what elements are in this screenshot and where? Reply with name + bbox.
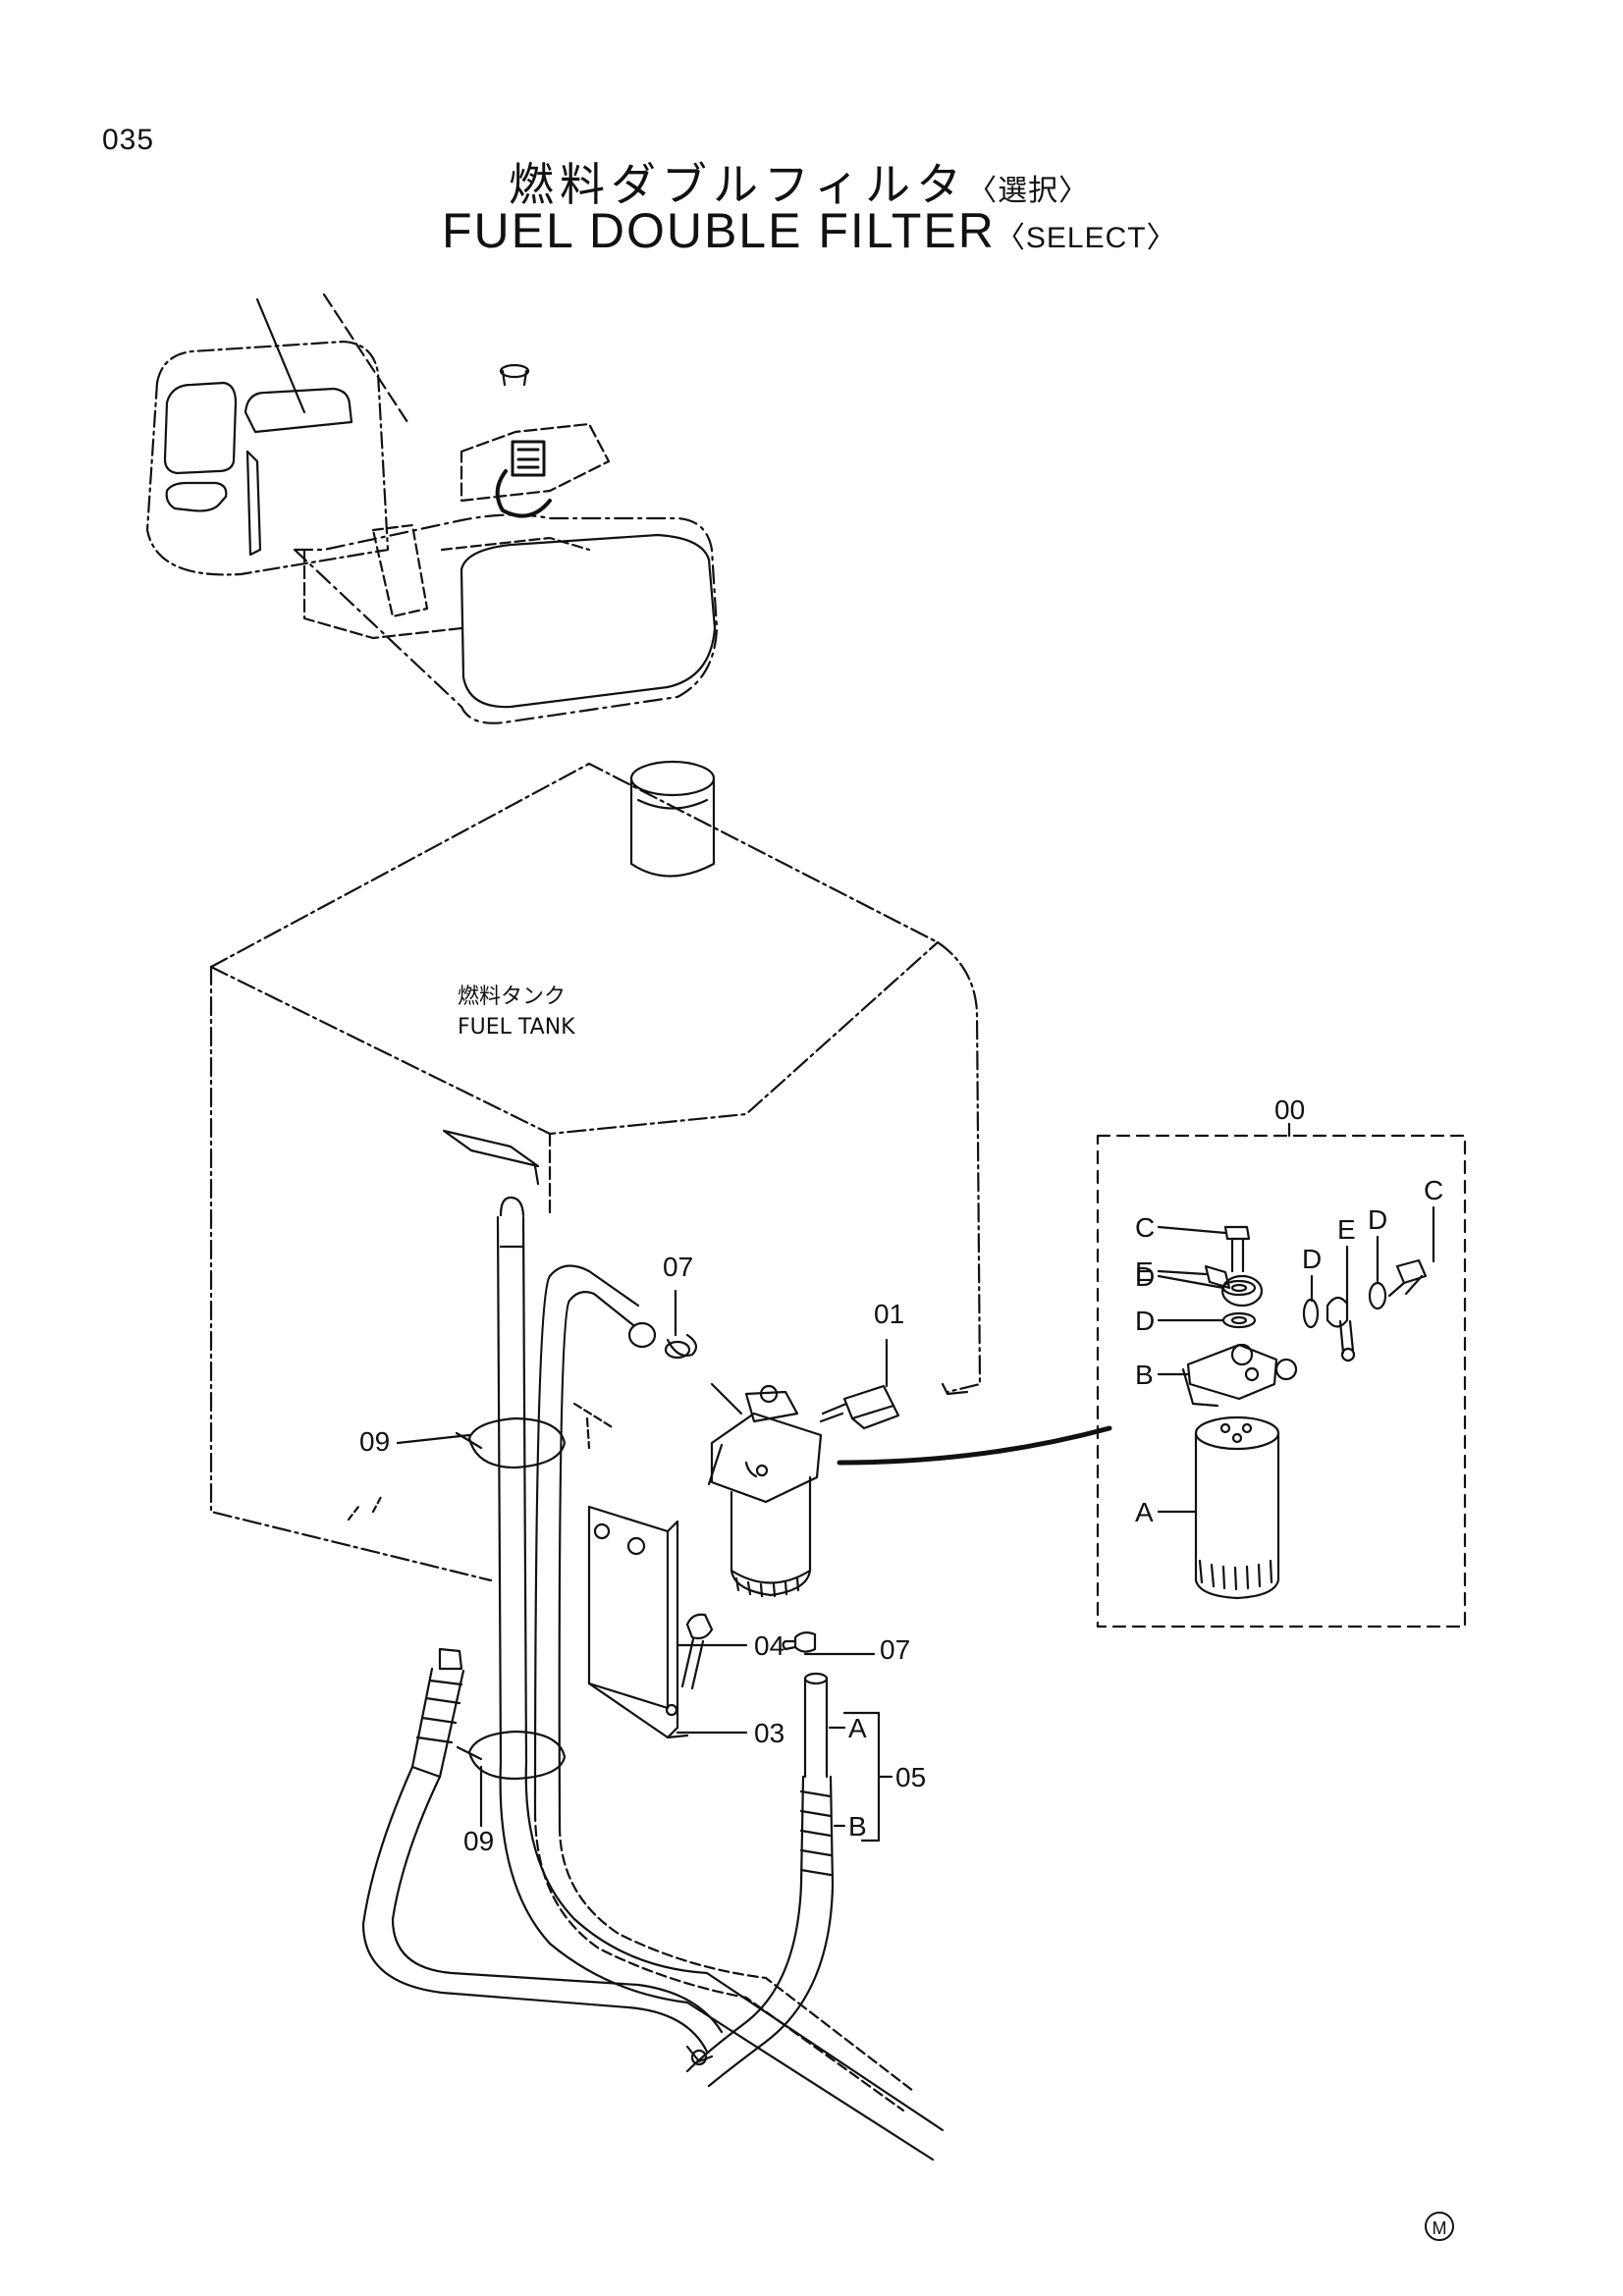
detail-box-illustration [1096, 1122, 1467, 1629]
detail-callout-d-left-2[interactable]: D [1135, 1306, 1155, 1336]
callout-00[interactable]: 00 [1274, 1095, 1305, 1125]
title-ja-main: 燃料ダブルフィルタ [509, 158, 968, 211]
footer-mark: M [1433, 2218, 1447, 2238]
title-en-sub: 〈SELECT〉 [995, 222, 1177, 254]
title-en-main: FUEL DOUBLE FILTER [442, 203, 996, 258]
callout-hose-b[interactable]: B [848, 1811, 867, 1842]
filter-assembly-illustration [664, 1333, 900, 1598]
page-title-english: FUEL DOUBLE FILTER〈SELECT〉 [442, 202, 1177, 259]
callout-03[interactable]: 03 [754, 1718, 784, 1748]
callout-07-bottom[interactable]: 07 [880, 1634, 910, 1665]
page-number: 035 [102, 124, 155, 156]
detail-callout-d-left-1[interactable]: D [1135, 1261, 1155, 1292]
clamp-09-illustration [455, 1416, 567, 1781]
callout-07-top[interactable]: 07 [663, 1252, 693, 1282]
callout-05[interactable]: 05 [895, 1762, 926, 1792]
fuel-tank-illustration [209, 760, 982, 1582]
callout-hose-a[interactable]: A [848, 1713, 867, 1743]
callout-09-top[interactable]: 09 [359, 1426, 390, 1457]
detail-callout-d-mid[interactable]: D [1302, 1244, 1322, 1274]
detail-callout-c-right[interactable]: C [1424, 1175, 1443, 1205]
detail-callout-e-right[interactable]: E [1337, 1214, 1356, 1245]
fuel-tank-label-japanese: 燃料タンク [458, 985, 566, 1009]
fuel-pipes-illustration [361, 1196, 945, 2162]
bracket-03-illustration [587, 1505, 817, 1739]
leader-lines [396, 1205, 1435, 1842]
callout-01[interactable]: 01 [874, 1299, 904, 1329]
excavator-overview-illustration [145, 293, 719, 724]
footer-mark-circle [1425, 2212, 1454, 2241]
detail-callout-e-left-overlay[interactable]: E [1135, 1256, 1154, 1287]
detail-callout-a[interactable]: A [1135, 1497, 1154, 1527]
callout-04[interactable]: 04 [754, 1630, 784, 1661]
detail-callout-d-right[interactable]: D [1368, 1204, 1387, 1235]
callout-09-bottom[interactable]: 09 [463, 1826, 494, 1856]
fuel-tank-label-english: FUEL TANK [458, 1015, 575, 1040]
title-ja-sub: 〈選択〉 [967, 174, 1090, 208]
detail-callout-c-left[interactable]: C [1135, 1212, 1155, 1243]
page-title-japanese: 燃料ダブルフィルタ〈選択〉 [509, 149, 1089, 214]
detail-callout-b[interactable]: B [1135, 1360, 1154, 1390]
